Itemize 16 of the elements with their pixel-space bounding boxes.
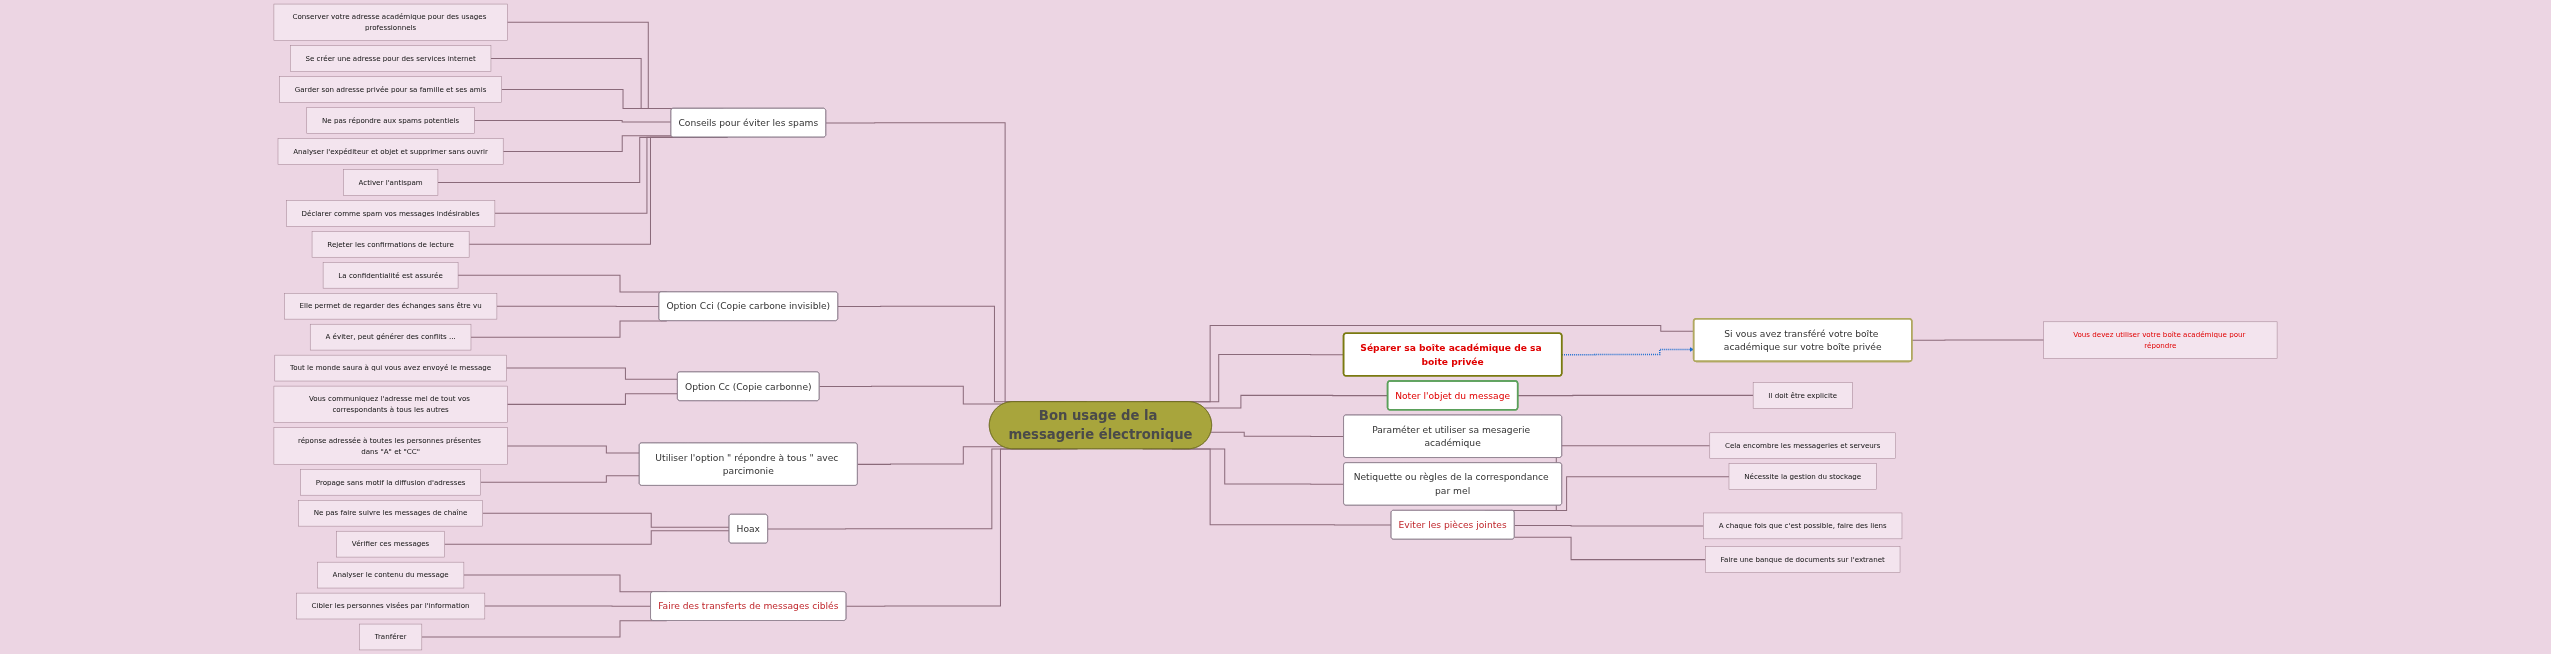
connector [1514, 536, 1706, 561]
connector [502, 135, 672, 152]
connector [505, 367, 679, 380]
connector [484, 605, 652, 607]
connector [1210, 431, 1345, 437]
connector [496, 305, 660, 307]
connector [480, 475, 640, 483]
connector [1911, 339, 2045, 341]
connector [857, 446, 1004, 465]
connector [482, 512, 730, 528]
connector [1517, 394, 1754, 397]
connector [444, 530, 730, 545]
connector [473, 120, 672, 123]
connector [1514, 524, 1704, 527]
connector [506, 445, 640, 454]
connector [506, 393, 679, 405]
